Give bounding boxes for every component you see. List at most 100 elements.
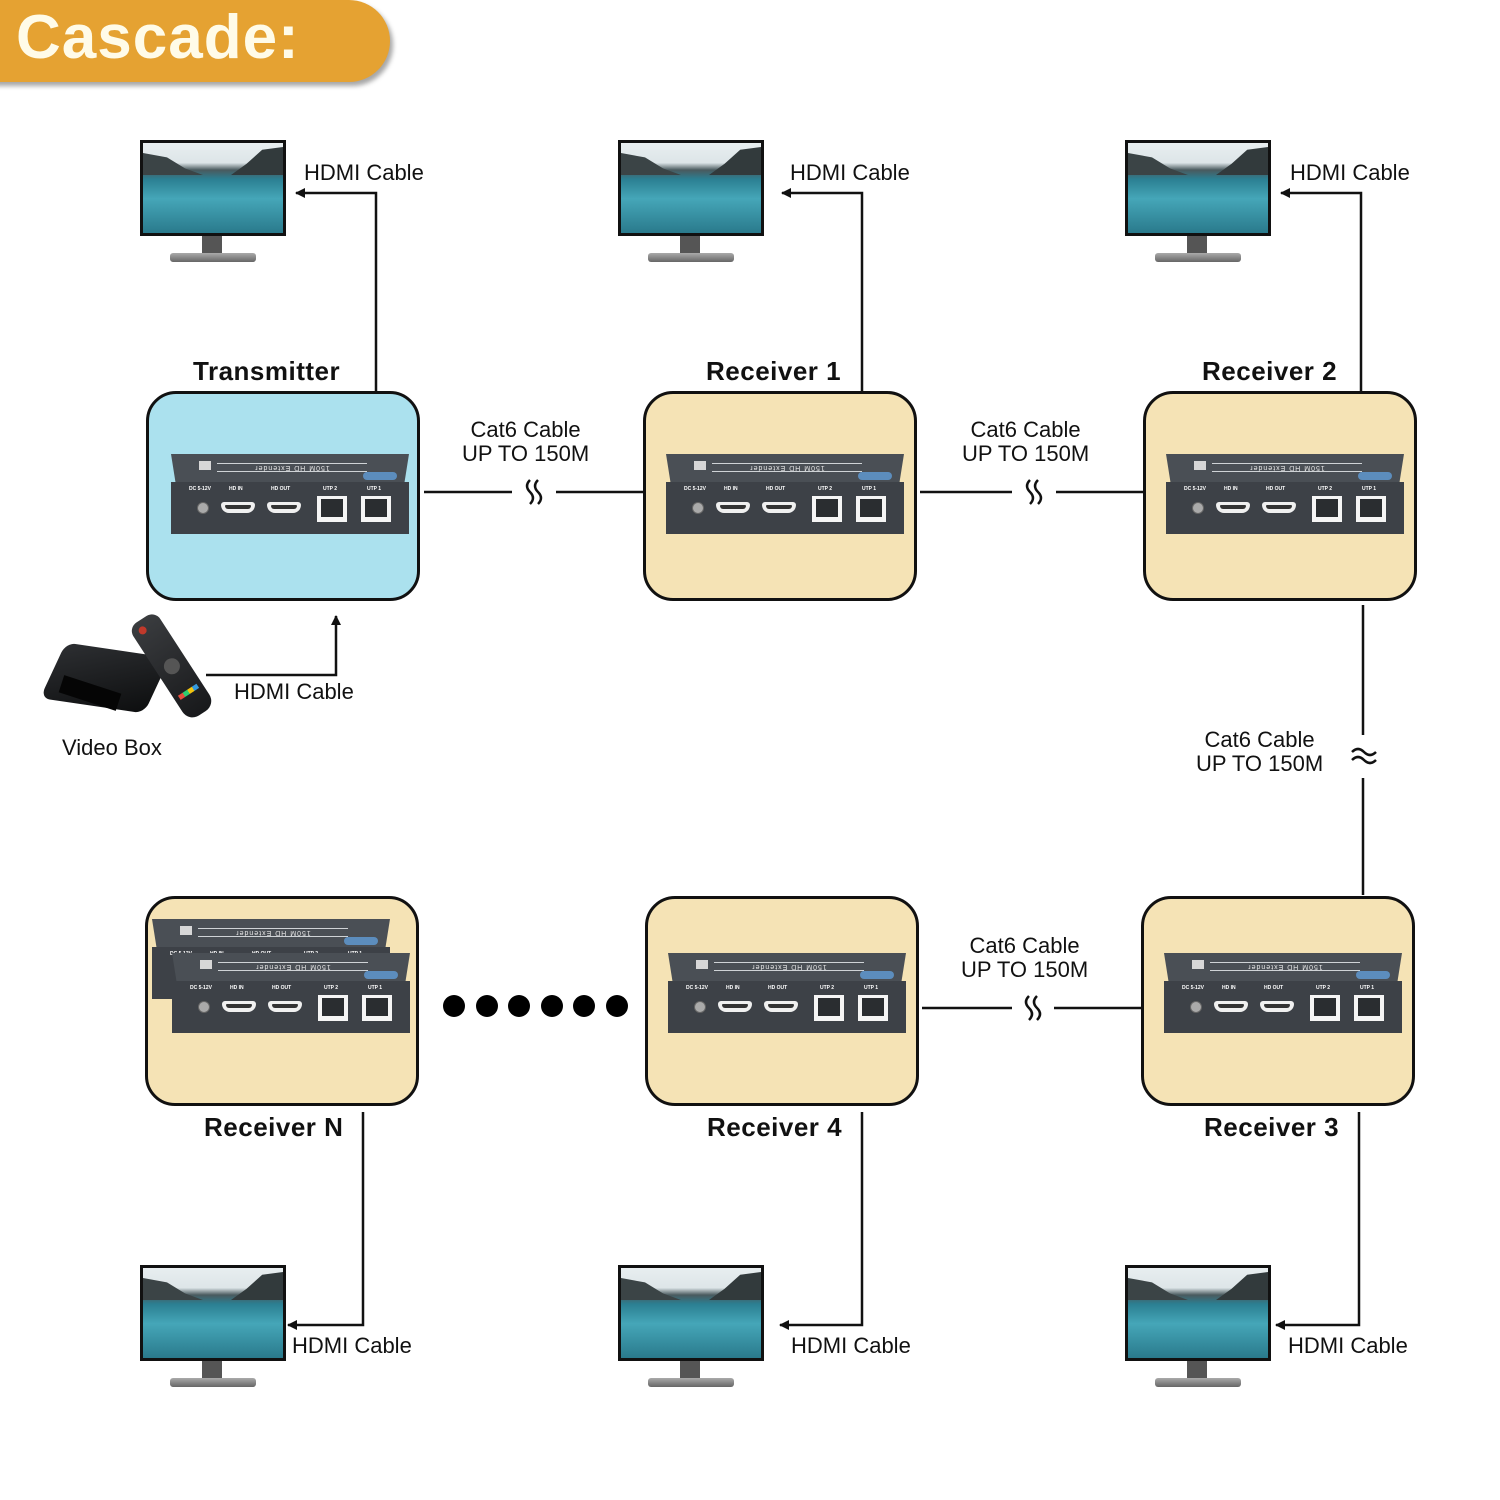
monitor-icon xyxy=(618,1265,764,1391)
hdmi-in-port-icon xyxy=(1214,1001,1248,1012)
port-label: DC 5-12V xyxy=(1184,486,1206,492)
brand-logo-icon xyxy=(858,472,892,480)
device-brand-text: 150M HD Extender xyxy=(1210,962,1360,971)
rj45-port-icon xyxy=(1310,995,1340,1021)
brand-logo-icon xyxy=(364,971,398,979)
port-label: UTP 1 xyxy=(864,985,879,991)
rj45-port-icon xyxy=(858,995,888,1021)
hdmi-wire-receiver-2 xyxy=(1280,188,1363,392)
hdmi-cable-label: HDMI Cable xyxy=(791,1333,911,1358)
ellipsis-dot xyxy=(573,995,595,1017)
device-badge xyxy=(694,461,706,470)
dc-power-port-icon xyxy=(1192,502,1204,514)
port-label: DC 5-12V xyxy=(189,486,211,492)
device-badge xyxy=(1192,960,1204,969)
port-label: UTP 2 xyxy=(818,486,833,492)
ellipsis-dot xyxy=(475,995,498,1017)
port-label: HD OUT xyxy=(1266,486,1286,492)
device-badge xyxy=(1194,461,1206,470)
device-badge xyxy=(180,926,192,935)
port-label: UTP 1 xyxy=(862,486,877,492)
device-brand-text: 150M HD Extender xyxy=(714,962,864,971)
title-banner: Cascade: xyxy=(0,0,390,82)
hdmi-out-port-icon xyxy=(764,1001,798,1012)
hdmi-wire-receiver-3 xyxy=(1275,1112,1361,1330)
node-label-transmitter: Transmitter xyxy=(193,356,341,386)
hdmi-cable-label: HDMI Cable xyxy=(234,679,354,704)
rj45-port-icon xyxy=(318,995,348,1021)
rj45-port-icon xyxy=(317,496,347,522)
monitor-icon xyxy=(140,1265,286,1391)
port-label: UTP 2 xyxy=(1318,486,1333,492)
hdmi-cable-label: HDMI Cable xyxy=(304,160,424,185)
port-label: UTP 2 xyxy=(1316,985,1331,991)
node-receiver-n: 150M HD Extender DC 5-12V HD IN HD OUT UTP 2… xyxy=(145,896,419,1106)
cable-break-icon xyxy=(1025,479,1043,505)
port-label: DC 5-12V xyxy=(190,985,212,991)
device-brand-text: 150M HD Extender xyxy=(712,463,862,472)
cat6-cable-name: Cat6 Cable xyxy=(969,933,1080,958)
port-label: HD OUT xyxy=(272,985,292,991)
hdmi-cable-label: HDMI Cable xyxy=(292,1333,412,1358)
monitor-icon xyxy=(618,140,764,266)
port-label: HD IN xyxy=(726,985,740,991)
port-label: HD IN xyxy=(230,985,244,991)
hdmi-in-port-icon xyxy=(1216,502,1250,513)
device-brand-text: 150M HD Extender xyxy=(198,928,348,937)
port-label: HD IN xyxy=(229,486,243,492)
hdmi-in-port-icon xyxy=(716,502,750,513)
cat6-cable-label: Cat6 Cable UP TO 150M xyxy=(962,418,1089,466)
port-label: HD IN xyxy=(724,486,738,492)
hdmi-wire-receiver-1 xyxy=(781,188,864,392)
device-badge xyxy=(199,461,211,470)
dc-power-port-icon xyxy=(692,502,704,514)
port-label: HD OUT xyxy=(768,985,788,991)
port-label: UTP 1 xyxy=(1360,985,1375,991)
port-label: DC 5-12V xyxy=(686,985,708,991)
rj45-port-icon xyxy=(856,496,886,522)
hdmi-wire-video-box xyxy=(206,615,341,677)
port-label: UTP 1 xyxy=(1362,486,1377,492)
cable-break-icon xyxy=(1351,747,1377,765)
device-brand-text: 150M HD Extender xyxy=(217,463,367,472)
hdmi-in-port-icon xyxy=(718,1001,752,1012)
cat6-cable-length: UP TO 150M xyxy=(1196,751,1324,776)
brand-logo-icon xyxy=(363,472,397,480)
cat6-cable-length: UP TO 150M xyxy=(462,441,590,466)
dc-power-port-icon xyxy=(694,1001,706,1013)
port-label: UTP 1 xyxy=(367,486,382,492)
hdmi-cable-label: HDMI Cable xyxy=(1290,160,1410,185)
hdmi-cable-label: HDMI Cable xyxy=(790,160,910,185)
rj45-port-icon xyxy=(812,496,842,522)
port-label: HD OUT xyxy=(1264,985,1284,991)
hdmi-in-port-icon xyxy=(222,1001,256,1012)
port-label: HD IN xyxy=(1222,985,1236,991)
cat6-cable-length: UP TO 150M xyxy=(961,957,1089,982)
hdmi-out-port-icon xyxy=(268,1001,302,1012)
hdmi-out-port-icon xyxy=(1260,1001,1294,1012)
video-box-label: Video Box xyxy=(62,735,162,760)
port-label: UTP 2 xyxy=(324,985,339,991)
node-label-receiver-1: Receiver 1 xyxy=(706,356,842,386)
hdmi-out-port-icon xyxy=(267,502,301,513)
cat6-cable-label: Cat6 Cable UP TO 150M xyxy=(462,418,589,466)
node-label-receiver-n: Receiver N xyxy=(204,1112,344,1142)
port-label: HD IN xyxy=(1224,486,1238,492)
diagram-title: Cascade: xyxy=(16,3,300,72)
device-brand-text: 150M HD Extender xyxy=(218,962,368,971)
rj45-port-icon xyxy=(1354,995,1384,1021)
port-label: HD OUT xyxy=(766,486,786,492)
brand-logo-icon xyxy=(860,971,894,979)
node-label-receiver-4: Receiver 4 xyxy=(707,1112,843,1142)
hdmi-out-port-icon xyxy=(1262,502,1296,513)
